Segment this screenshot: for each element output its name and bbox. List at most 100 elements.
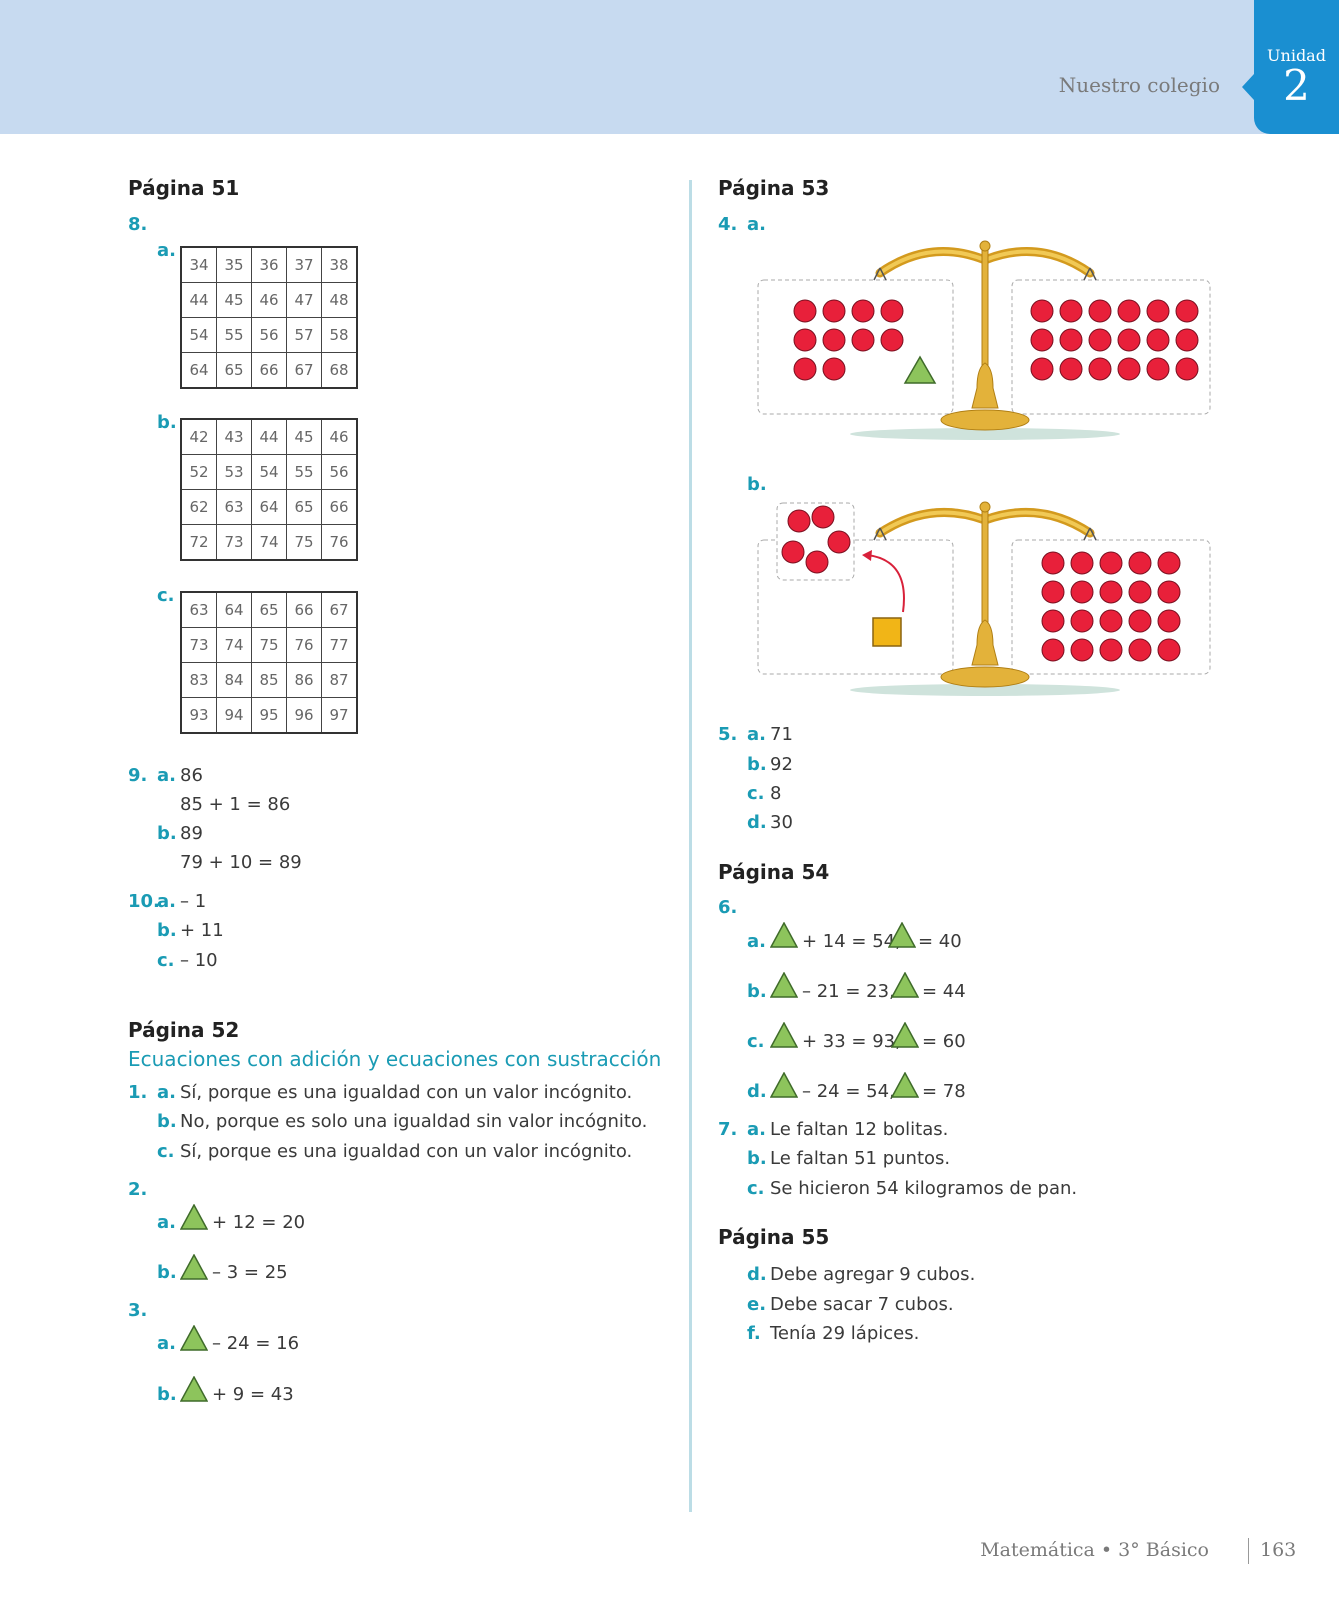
heading-pagina-51: Página 51 [128,176,240,200]
q7b-answer: Le faltan 51 puntos. [770,1148,951,1169]
q2-number: 2. [128,1179,148,1200]
q1c-label: c. [157,1141,175,1162]
grid-cell: 65 [216,352,252,389]
q9-number: 9. [128,765,148,786]
q6c-solution: = 60 [922,1031,966,1052]
q9b-label: b. [157,823,177,844]
grid-cell: 46 [321,418,358,455]
grid-cell: 45 [286,418,322,455]
q10c-label: c. [157,950,175,971]
grid-cell: 63 [180,591,217,628]
q2b-answer: – 3 = 25 [212,1262,288,1283]
q55f-label: f. [747,1323,761,1344]
q5b-answer: 92 [770,754,793,775]
q7c-label: c. [747,1178,765,1199]
q7-number: 7. [718,1119,738,1140]
heading-pagina-54: Página 54 [718,860,830,884]
unit-tab: Unidad 2 [1242,0,1339,134]
q9a-answer: 86 [180,765,203,786]
grid-cell: 94 [216,697,252,734]
grid-cell: 54 [251,454,287,490]
grid-cell: 45 [216,282,252,318]
grid-cell: 66 [321,489,358,525]
grid-cell: 95 [251,697,287,734]
grid-cell: 67 [286,352,322,389]
q9b-answer: 89 [180,823,203,844]
triangle-icon [180,1254,208,1280]
triangle-icon [770,1072,798,1098]
triangle-icon [891,1022,919,1048]
grid-cell: 97 [321,697,358,734]
page-header [0,0,1339,134]
grid-cell: 47 [286,282,322,318]
grid-cell: 58 [321,317,358,353]
grid-cell: 38 [321,246,358,283]
q9b-equation: 79 + 10 = 89 [180,852,302,873]
grid-cell: 55 [216,317,252,353]
q5c-answer: 8 [770,783,782,804]
grid-cell: 74 [216,627,252,663]
q55e-label: e. [747,1294,767,1315]
q1-number: 1. [128,1082,148,1103]
grid-cell: 83 [180,662,217,698]
unit-label: Unidad [1267,46,1326,65]
grid-cell: 53 [216,454,252,490]
page-number: 163 [1260,1539,1297,1561]
q10b-label: b. [157,920,177,941]
triangle-icon [770,922,798,948]
grid-cell: 56 [321,454,358,490]
grid-cell: 66 [286,591,322,628]
grid-cell: 35 [216,246,252,283]
q5a-label: a. [747,724,766,745]
q6b-equation: – 21 = 23, [802,981,895,1002]
grid-cell: 66 [251,352,287,389]
grid-cell: 64 [216,591,252,628]
q5-number: 5. [718,724,738,745]
heading-pagina-52: Página 52 [128,1018,240,1042]
grid-cell: 74 [251,524,287,561]
grid-cell: 76 [321,524,358,561]
grid-cell: 67 [321,591,358,628]
grid-cell: 65 [251,591,287,628]
grid-cell: 73 [180,627,217,663]
triangle-icon [180,1204,208,1230]
q7c-answer: Se hicieron 54 kilogramos de pan. [770,1178,1078,1199]
grid-cell: 85 [251,662,287,698]
q10-number: 10. [128,891,160,912]
grid-cell: 86 [286,662,322,698]
q2a-label: a. [157,1212,176,1233]
q1c-answer: Sí, porque es una igualdad con un valor … [180,1141,633,1162]
q6d-equation: – 24 = 54, [802,1081,895,1102]
q5c-label: c. [747,783,765,804]
grid-cell: 75 [286,524,322,561]
grid-cell: 64 [251,489,287,525]
grid-cell: 34 [180,246,217,283]
grid-cell: 44 [251,418,287,455]
q6b-label: b. [747,981,767,1002]
heading-pagina-55: Página 55 [718,1225,830,1249]
triangle-icon [180,1325,208,1351]
unit-tab-notch [1242,74,1254,100]
q10b-answer: + 11 [180,920,224,941]
q1b-label: b. [157,1111,177,1132]
grid-cell: 65 [286,489,322,525]
grid-cell: 87 [321,662,358,698]
grid-cell: 72 [180,524,217,561]
q6a-equation: + 14 = 54, [802,931,901,952]
grid-cell: 62 [180,489,217,525]
q6d-solution: = 78 [922,1081,966,1102]
grid-cell: 37 [286,246,322,283]
balance-scale-a [757,240,1211,440]
q4b-label: b. [747,474,767,495]
q5b-label: b. [747,754,767,775]
